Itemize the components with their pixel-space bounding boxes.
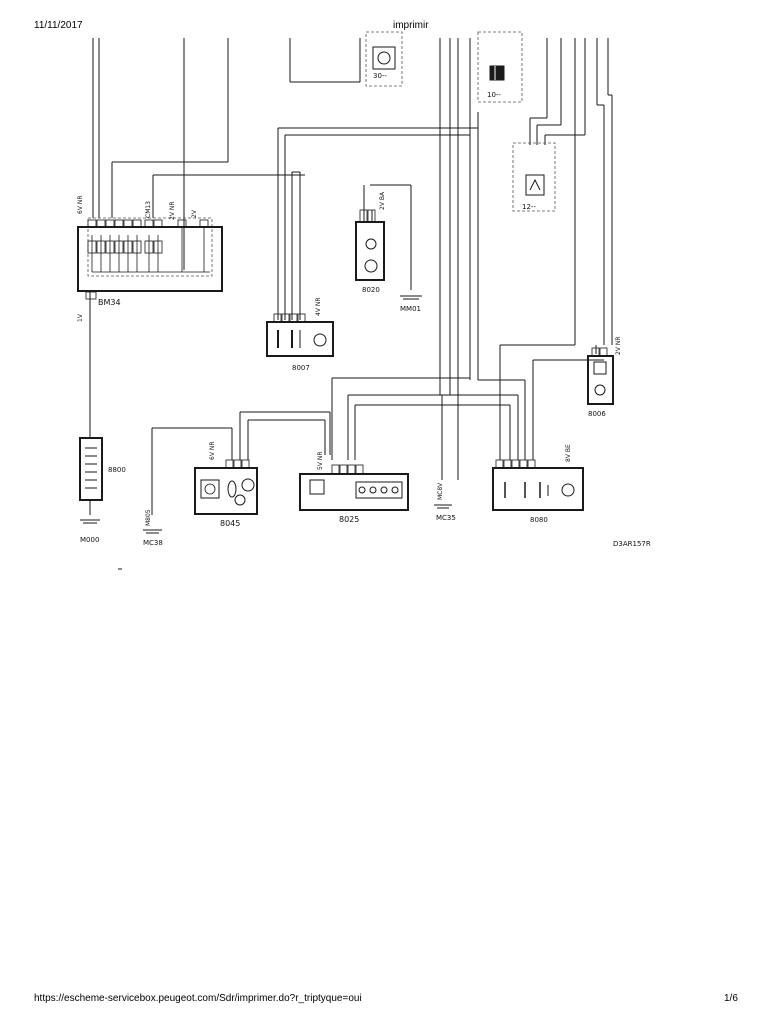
bm34-wire-1v: 1V xyxy=(77,313,84,322)
c8006-label: 8006 xyxy=(588,410,606,418)
component-8007 xyxy=(266,313,334,357)
c8007-label: 8007 xyxy=(292,364,310,372)
mc38-label: MC38 xyxy=(143,539,163,547)
ground-m000 xyxy=(80,519,100,524)
component-8020 xyxy=(355,209,385,281)
print-title: imprimir xyxy=(393,20,429,31)
c8080-wire-8v-be: 8V BE xyxy=(565,444,572,462)
bm34-wire-6v-nr: 6V NR xyxy=(77,196,84,215)
relay-30 xyxy=(372,46,396,70)
bm34-wire-2v-nr: 2V NR xyxy=(169,202,176,221)
component-8045 xyxy=(194,459,258,515)
ground-mc38 xyxy=(143,529,162,534)
c8080-label: 8080 xyxy=(530,516,548,524)
relay-10 xyxy=(489,65,505,81)
source-url: https://escheme-servicebox.peugeot.com/S… xyxy=(34,993,362,1004)
page-number: 1/6 xyxy=(724,993,738,1004)
ground-mm01 xyxy=(400,295,422,300)
component-8025 xyxy=(299,464,409,511)
print-date: 11/11/2017 xyxy=(34,20,83,31)
diagram-reference-code: D3AR157R xyxy=(613,540,651,548)
mc35-label: MC35 xyxy=(436,514,456,522)
c8800-label: 8800 xyxy=(108,466,126,474)
c8025-wire-5v-nr: 5V NR xyxy=(317,452,324,471)
component-8080 xyxy=(492,459,584,511)
bm34-wire-2v: 2V xyxy=(191,209,198,218)
relay-12-label: 12-- xyxy=(522,203,536,211)
c8020-wire-2v-ba: 2V BA xyxy=(379,191,386,210)
m000-label: M000 xyxy=(80,536,99,544)
mc35-wire-mc8v: MC8V xyxy=(437,482,444,500)
bm34-box xyxy=(77,219,223,300)
mc38-wire-m805: M805 xyxy=(145,509,152,526)
bm34-label: BM34 xyxy=(98,298,121,307)
component-8800 xyxy=(79,437,103,501)
c8006-wire-2v-nr: 2V NR xyxy=(615,337,622,356)
relay-12 xyxy=(525,174,545,196)
c8020-label: 8020 xyxy=(362,286,380,294)
bm34-wire-cm13: CM13 xyxy=(145,201,152,218)
ground-mc35 xyxy=(434,504,452,509)
c8045-label: 8045 xyxy=(220,519,240,528)
c8007-wire-4v-nr: 4V NR xyxy=(315,298,322,317)
relay-10-label: 10-- xyxy=(487,91,501,99)
mm01-label: MM01 xyxy=(400,305,421,313)
c8045-wire-6v-nr: 6V NR xyxy=(209,442,216,461)
relay-30-label: 30-- xyxy=(373,72,387,80)
c8025-label: 8025 xyxy=(339,515,359,524)
component-8006 xyxy=(587,347,614,405)
